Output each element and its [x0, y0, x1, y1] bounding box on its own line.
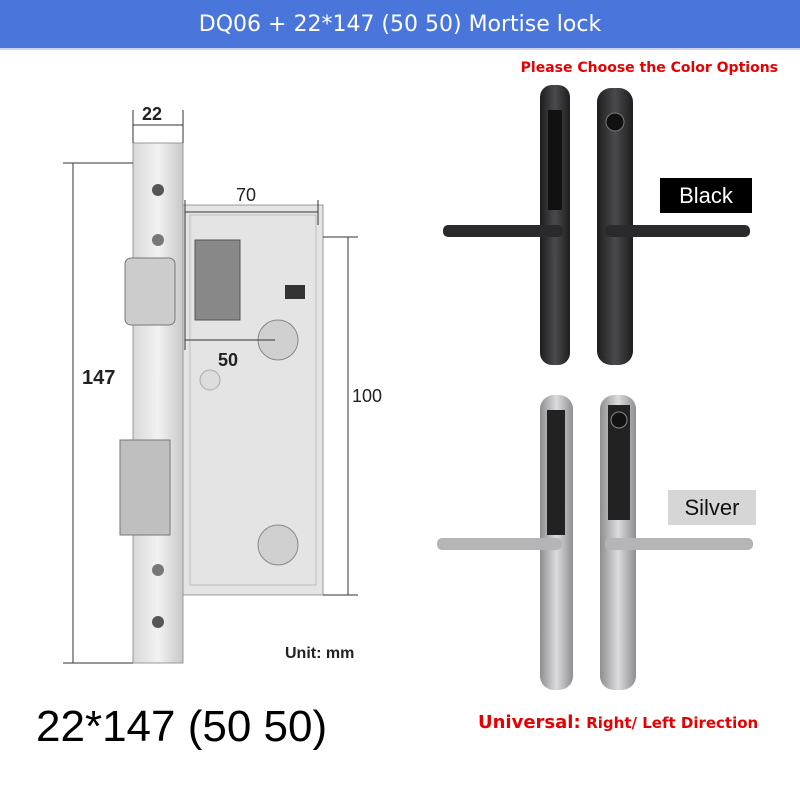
deadbolt	[119, 439, 171, 536]
unit-label: Unit: mm	[285, 645, 355, 662]
size-label: 22*147 (50 50)	[36, 702, 328, 751]
latch-bolt	[124, 257, 176, 326]
page-title: DQ06 + 22*147 (50 50) Mortise lock	[198, 11, 602, 37]
dim-width-label: 22	[142, 104, 163, 124]
faceplate	[119, 142, 184, 664]
universal-label: Universal:	[478, 712, 581, 733]
dim-case-height-label: 100	[352, 386, 383, 406]
option-black[interactable]: Black	[660, 178, 752, 213]
silver-handle-set[interactable]	[437, 395, 753, 690]
dim-backset-label: 50	[218, 350, 239, 370]
option-silver[interactable]: Silver	[668, 490, 756, 525]
color-prompt: Please Choose the Color Options	[520, 60, 778, 76]
title-banner: DQ06 + 22*147 (50 50) Mortise lock	[0, 0, 800, 50]
direction-note: Universal: Right/ Left Direction	[478, 712, 758, 733]
black-handle-set[interactable]	[443, 85, 750, 365]
direction-label: Right/ Left Direction	[586, 714, 759, 732]
dim-height-label: 147	[82, 367, 116, 389]
lock-case	[182, 204, 324, 596]
dim-case-width-label: 70	[236, 185, 257, 205]
